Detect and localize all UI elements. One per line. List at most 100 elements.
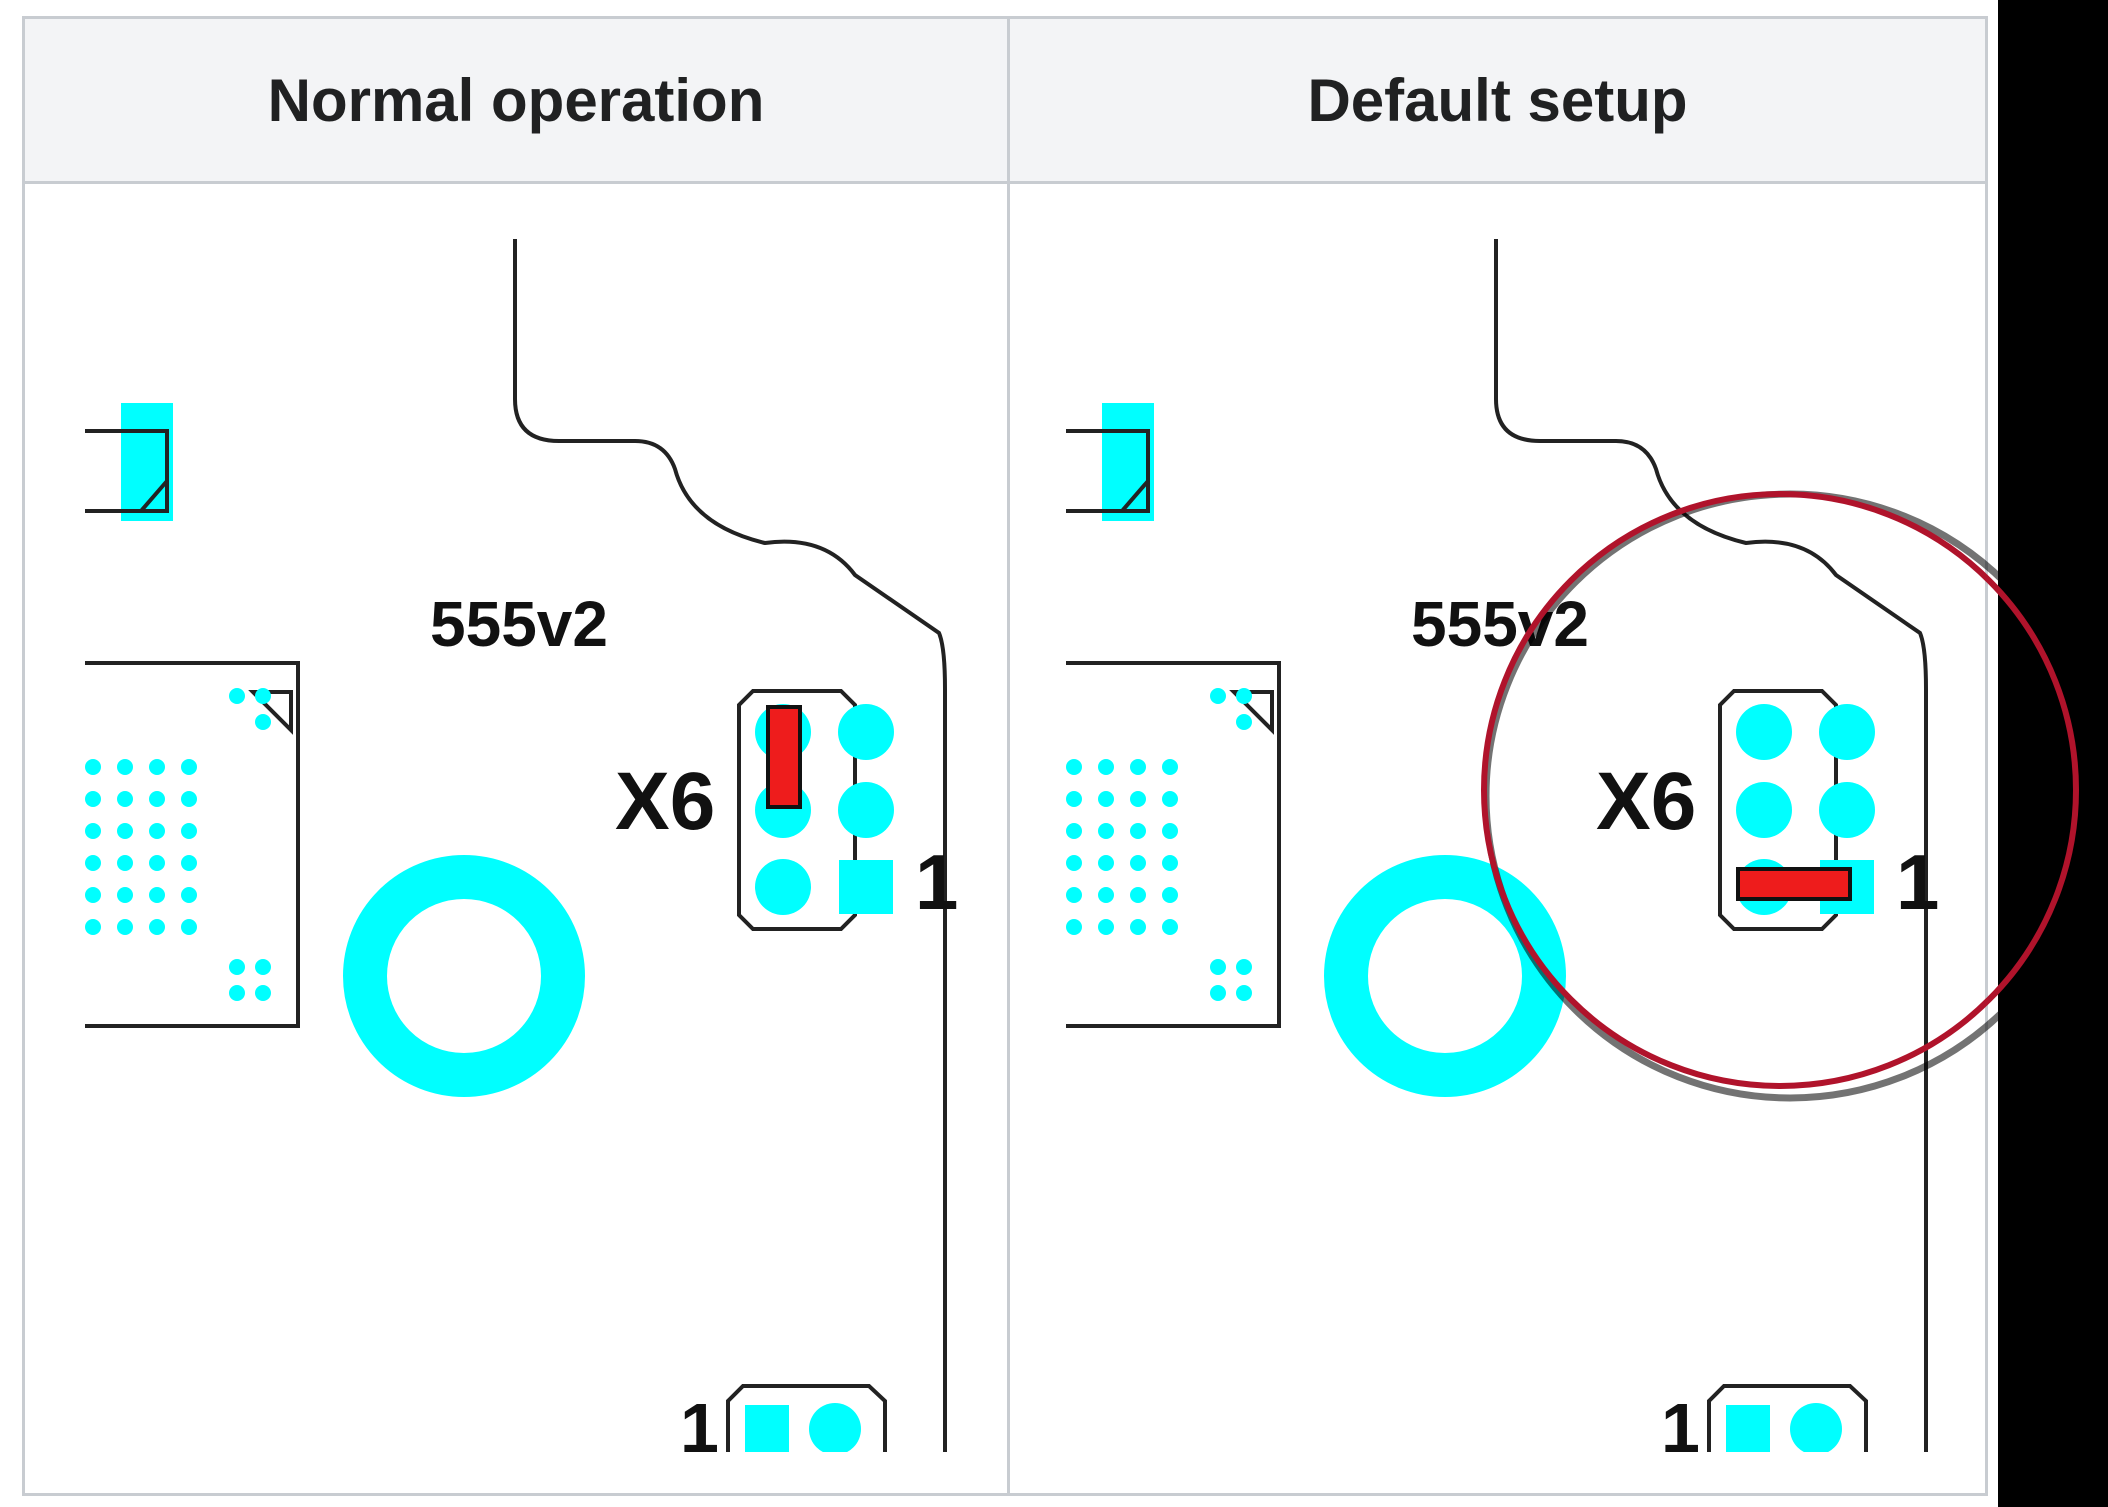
ic-pad xyxy=(85,887,101,903)
ic-outline xyxy=(1066,661,1281,1028)
ic-pad xyxy=(117,887,133,903)
ic-pad xyxy=(1162,791,1178,807)
x6-pin xyxy=(755,859,811,915)
pcb-diagram-default: 555v2 X6 1 1 xyxy=(1066,219,1946,1452)
x6-pin xyxy=(1819,782,1875,838)
ic-pad xyxy=(1162,919,1178,935)
board-edge-outline xyxy=(513,239,947,1452)
x6-header-outline xyxy=(1718,689,1838,931)
mounting-ring-pad xyxy=(343,855,585,1097)
ic-pad xyxy=(255,959,271,975)
pcb-diagram-normal: 555v2 X6 1 1 xyxy=(85,219,965,1452)
ic-outline xyxy=(85,661,300,1028)
ic-pin1-marker xyxy=(1229,690,1274,735)
x6-pin xyxy=(838,782,894,838)
ic-pad xyxy=(1162,759,1178,775)
ic-pad xyxy=(1098,887,1114,903)
ic-pad xyxy=(117,791,133,807)
board-label: 555v2 xyxy=(430,588,608,660)
ic-pad xyxy=(1162,823,1178,839)
ic-pad xyxy=(181,919,197,935)
ic-pad xyxy=(1098,855,1114,871)
ic-pad xyxy=(1066,887,1082,903)
connector-label-x6: X6 xyxy=(1596,756,1696,847)
ic-pad xyxy=(1236,959,1252,975)
ic-pad xyxy=(85,823,101,839)
top-left-component-mark xyxy=(1120,479,1150,513)
ic-pad xyxy=(85,855,101,871)
ic-pad xyxy=(149,887,165,903)
jumper-horizontal xyxy=(1736,867,1852,901)
ic-pad xyxy=(255,985,271,1001)
x6-pin xyxy=(1736,704,1792,760)
ic-pad xyxy=(117,855,133,871)
ic-pad xyxy=(149,855,165,871)
bottom-connector-pad-round xyxy=(1790,1403,1842,1452)
header-default-setup: Default setup xyxy=(1010,19,1985,184)
ic-pad xyxy=(1130,855,1146,871)
top-left-component-outline xyxy=(1066,429,1150,513)
ic-pad xyxy=(181,855,197,871)
ic-pad xyxy=(1130,791,1146,807)
ic-pad xyxy=(1236,688,1252,704)
ic-pad xyxy=(149,919,165,935)
header-normal-operation: Normal operation xyxy=(25,19,1007,184)
ic-pad xyxy=(149,759,165,775)
ic-pad xyxy=(1210,959,1226,975)
ic-pad xyxy=(85,919,101,935)
bottom-connector-pad-square xyxy=(1726,1405,1770,1452)
bottom-pin-label: 1 xyxy=(1661,1389,1700,1452)
highlight-circle xyxy=(1481,490,2098,1102)
x6-pin-1-square xyxy=(839,860,893,914)
ic-pad xyxy=(255,688,271,704)
ic-pad xyxy=(1162,855,1178,871)
connector-label-x6: X6 xyxy=(615,756,715,847)
ic-pad xyxy=(181,823,197,839)
ic-pad xyxy=(1066,823,1082,839)
x6-pin xyxy=(838,704,894,760)
ic-pad xyxy=(1210,688,1226,704)
ic-pad xyxy=(1130,887,1146,903)
ic-pad xyxy=(1130,823,1146,839)
x6-header-outline xyxy=(737,689,857,931)
ic-pad xyxy=(1098,759,1114,775)
pin1-label: 1 xyxy=(1896,838,1939,926)
bottom-connector-pad-round xyxy=(809,1403,861,1452)
ic-pad xyxy=(85,759,101,775)
comparison-table: Normal operation Default setup 555v2 X6 … xyxy=(22,16,1988,1496)
bottom-connector-outline xyxy=(726,1384,887,1452)
red-jumper-horizontal xyxy=(1736,867,1852,901)
ic-pad xyxy=(149,823,165,839)
top-left-component-mark xyxy=(139,479,169,513)
ic-pad xyxy=(181,887,197,903)
ic-pad xyxy=(1130,919,1146,935)
ic-pad xyxy=(229,959,245,975)
column-divider xyxy=(1007,19,1010,1493)
ic-pad xyxy=(1066,919,1082,935)
ic-pad xyxy=(117,759,133,775)
ic-pad xyxy=(1098,791,1114,807)
ic-pad xyxy=(1066,855,1082,871)
bottom-pin-label: 1 xyxy=(680,1389,719,1452)
ic-pad xyxy=(149,791,165,807)
ic-pad xyxy=(1066,791,1082,807)
ic-pin1-marker xyxy=(248,690,293,735)
ic-pad xyxy=(85,791,101,807)
ic-pad xyxy=(1236,985,1252,1001)
ic-pad xyxy=(255,714,271,730)
board-edge-outline xyxy=(1494,239,1928,1452)
ic-pad xyxy=(181,791,197,807)
ic-pad xyxy=(1236,714,1252,730)
ic-pad xyxy=(1162,887,1178,903)
pin1-label: 1 xyxy=(915,838,958,926)
top-left-component-outline xyxy=(85,429,169,513)
ic-pad xyxy=(229,985,245,1001)
ic-pad xyxy=(117,823,133,839)
bottom-connector-pad-square xyxy=(745,1405,789,1452)
ic-pad xyxy=(117,919,133,935)
ic-pad xyxy=(1066,759,1082,775)
ic-pad xyxy=(181,759,197,775)
x6-pin xyxy=(1819,704,1875,760)
bottom-connector-outline xyxy=(1707,1384,1868,1452)
jumper-vertical xyxy=(766,705,802,809)
